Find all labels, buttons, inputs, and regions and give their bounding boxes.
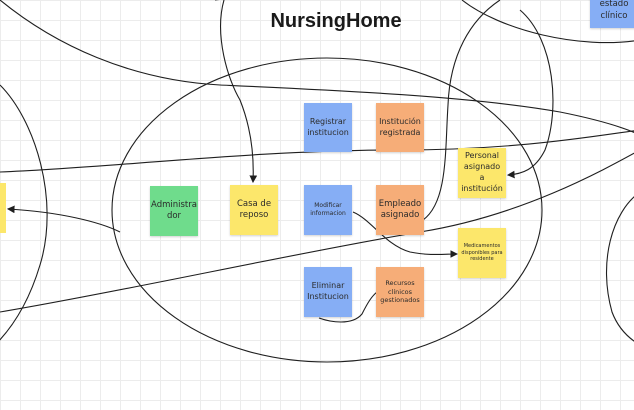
connector-empleado-loop: [422, 0, 501, 221]
connector-to-left-note: [6, 205, 121, 233]
note-personal-asignado[interactable]: Personal asignado a institución: [458, 148, 506, 198]
note-modificar-informacion[interactable]: Modificar informacion: [304, 185, 352, 235]
top-right-arc: [461, 0, 634, 44]
note-registrar-institucion-text: Registrar institucion: [307, 116, 349, 137]
connector-to-casa: [220, 0, 258, 184]
note-medicamentos-disponibles-text: Medicamentos disponibles para residente: [461, 242, 503, 263]
note-offscreen-left[interactable]: [0, 183, 6, 233]
note-medicamentos-disponibles[interactable]: Medicamentos disponibles para residente: [458, 228, 506, 278]
note-modificar-informacion-text: Modificar informacion: [310, 201, 346, 217]
note-estado-clinico-text: estado clínico: [599, 0, 629, 21]
note-eliminar-institucion[interactable]: Eliminar Institucion: [304, 267, 352, 317]
note-casa-de-reposo[interactable]: Casa de reposo: [230, 185, 278, 235]
note-casa-de-reposo-text: Casa de reposo: [236, 198, 272, 220]
note-recursos-clinicos[interactable]: Recursos clínicos gestionados: [376, 267, 424, 317]
note-institucion-registrada-text: Institución registrada: [379, 116, 421, 137]
connector-cross-left: [0, 130, 634, 173]
note-administrador-text: Administra dor: [151, 199, 197, 221]
left-circle-arc: [0, 84, 48, 341]
board-title: NursingHome: [270, 10, 402, 32]
note-institucion-registrada[interactable]: Institución registrada: [376, 103, 424, 152]
note-empleado-asignado-text: Empleado asignado: [378, 198, 422, 220]
connector-eliminar-recursos: [318, 291, 378, 323]
note-personal-asignado-text: Personal asignado a institución: [461, 151, 503, 193]
connector-top-sweep: [0, 0, 634, 133]
note-recursos-clinicos-text: Recursos clínicos gestionados: [380, 278, 420, 305]
connector-modificar-medicamentos: [352, 211, 459, 258]
connector-lower-cross: [0, 152, 634, 313]
central-ellipse: [111, 57, 543, 363]
note-eliminar-institucion-text: Eliminar Institucion: [307, 281, 349, 301]
note-estado-clinico[interactable]: estado clínico: [590, 0, 634, 28]
right-circle-arc: [605, 196, 634, 342]
note-administrador[interactable]: Administra dor: [150, 186, 198, 236]
connector-to-personal: [506, 9, 554, 179]
note-registrar-institucion[interactable]: Registrar institucion: [304, 103, 352, 152]
note-empleado-asignado[interactable]: Empleado asignado: [376, 185, 424, 235]
